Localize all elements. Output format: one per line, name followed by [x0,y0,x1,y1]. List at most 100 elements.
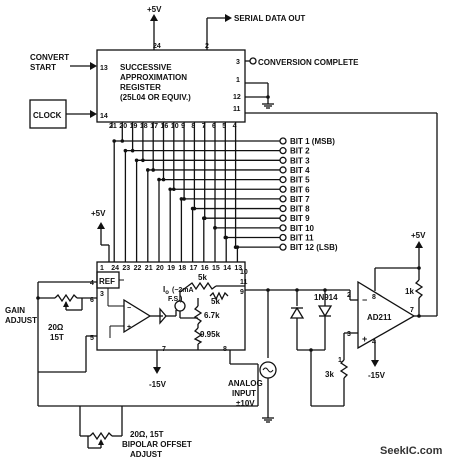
gain-adjust-label-1: GAIN [5,306,25,315]
analog-input-label-1: ANALOG [228,379,263,388]
sar-bottom-pin: 19 [130,123,138,130]
convert-arrow-icon [90,62,97,70]
sar-pin-1: 1 [236,77,240,84]
analog-input-label-2: INPUT [232,389,256,398]
sar-bottom-pin: 7 [202,123,206,130]
sar-bottom-pin: 21 [109,123,117,130]
comp-pin-4: 4 [372,339,376,346]
dac-neg-supply: -15V [149,350,167,389]
dac-top-pin: 22 [134,265,142,272]
sar-supply: +5V [147,5,162,50]
bit-label: BIT 12 (LSB) [290,243,338,252]
sar-bottom-pin: 18 [140,123,148,130]
dac-top-pin: 24 [111,265,119,272]
diode-clamp: 1N914 [289,290,338,366]
svg-text:−: − [127,305,131,312]
terminal-icon [249,57,257,65]
terminal-icon [279,146,287,155]
junction-dot [151,168,155,172]
supply-arrow-icon [150,14,158,21]
resistor-3k [339,359,349,379]
dac-pin-5: 5 [90,335,94,342]
sar-pin-11: 11 [233,106,241,113]
dac-top-pin: 18 [178,265,186,272]
junction-dot [112,139,116,143]
junction-dot [224,235,228,240]
terminal-icon [279,224,287,232]
conversion-complete-label: CONVERSION COMPLETE [258,58,359,67]
dac-pin-7: 7 [162,346,166,353]
r-5k-a-label: 5k [198,273,207,282]
offset-pot [89,431,113,441]
serial-out: SERIAL DATA OUT [206,14,305,50]
dac-top-pin: 16 [201,265,209,272]
sar-pin-12: 12 [233,94,241,101]
junction-dot [202,216,206,220]
dac-pin-8: 8 [223,346,227,353]
bit-label: BIT 10 [290,224,315,233]
convert-start: CONVERT START [30,53,97,72]
dac-output-triangle-icon [159,307,167,325]
offset-wiper-icon [98,439,104,445]
analog-input-label-3: ±10V [236,399,255,408]
serial-data-out-label: SERIAL DATA OUT [234,14,305,23]
sar-bottom-pin: 10 [171,123,179,130]
junction-dot [168,187,172,192]
gain-pot [54,293,78,303]
convert-start-label-1: CONVERT [30,53,69,62]
offset-pot-label-1: 20Ω, 15T [130,430,164,439]
dac-top-pin: 14 [223,265,231,272]
gain-pot-label-2: 15T [50,333,64,342]
comp-plus5v-label: +5V [411,231,426,240]
offset-pot-label-3: ADJUST [130,450,162,459]
bit-label: BIT 1 (MSB) [290,137,335,146]
bipolar-offset: 20Ω, 15T BIPOLAR OFFSET ADJUST [37,336,259,459]
diode-a-icon [289,306,305,319]
sar-plus5v-label: +5V [147,5,162,14]
ref-label: REF [99,277,115,286]
svg-text:−: − [362,295,367,305]
svg-text:+: + [362,334,367,344]
junction-dot [123,148,128,153]
resistor-9-95k [193,327,203,345]
sar-ground [245,82,274,109]
sar-label-3: REGISTER [120,83,161,92]
dac-box [96,261,246,351]
junction-dot [190,206,195,211]
terminal-icon [279,166,287,174]
terminal-icon [279,156,287,164]
comp-pin-7: 7 [410,307,414,314]
terminal-icon [279,243,287,251]
bit-label: BIT 7 [290,195,310,204]
bit-label: BIT 5 [290,176,310,185]
dac-pin-10: 10 [240,269,248,276]
r-67k-label: 6.7k [204,311,220,320]
r-995k-label: 9.95k [200,330,221,339]
sar-label-2: APPROXIMATION [120,73,187,82]
comp-pin-1: 1 [338,357,342,364]
sar-bottom-pin: 20 [119,123,127,130]
junction-dot [182,197,186,201]
junction-dot [134,158,139,163]
convert-start-label-2: START [30,63,56,72]
terminal-icon [279,137,287,145]
gain-pot-label-1: 20Ω [48,323,64,332]
junction-dot [213,226,217,230]
bit-label: BIT 3 [290,156,310,165]
dac-top-pin: 13 [234,265,242,272]
dac-pin-4: 4 [90,280,94,287]
dac-output-net [245,288,358,301]
gain-wiper-icon [63,301,69,307]
dac-supply: +5V [91,209,110,262]
dac-plus5v-label: +5V [91,209,106,218]
sar-bottom-pin: 16 [161,123,169,130]
comparator-triangle [357,280,416,350]
terminal-icon [279,204,287,213]
bit-label: BIT 6 [290,185,310,194]
dac-top-pin: 19 [167,265,175,272]
sar-box [96,49,246,123]
terminal-icon [279,175,287,184]
r-5k-b-label: 5k [211,297,220,306]
